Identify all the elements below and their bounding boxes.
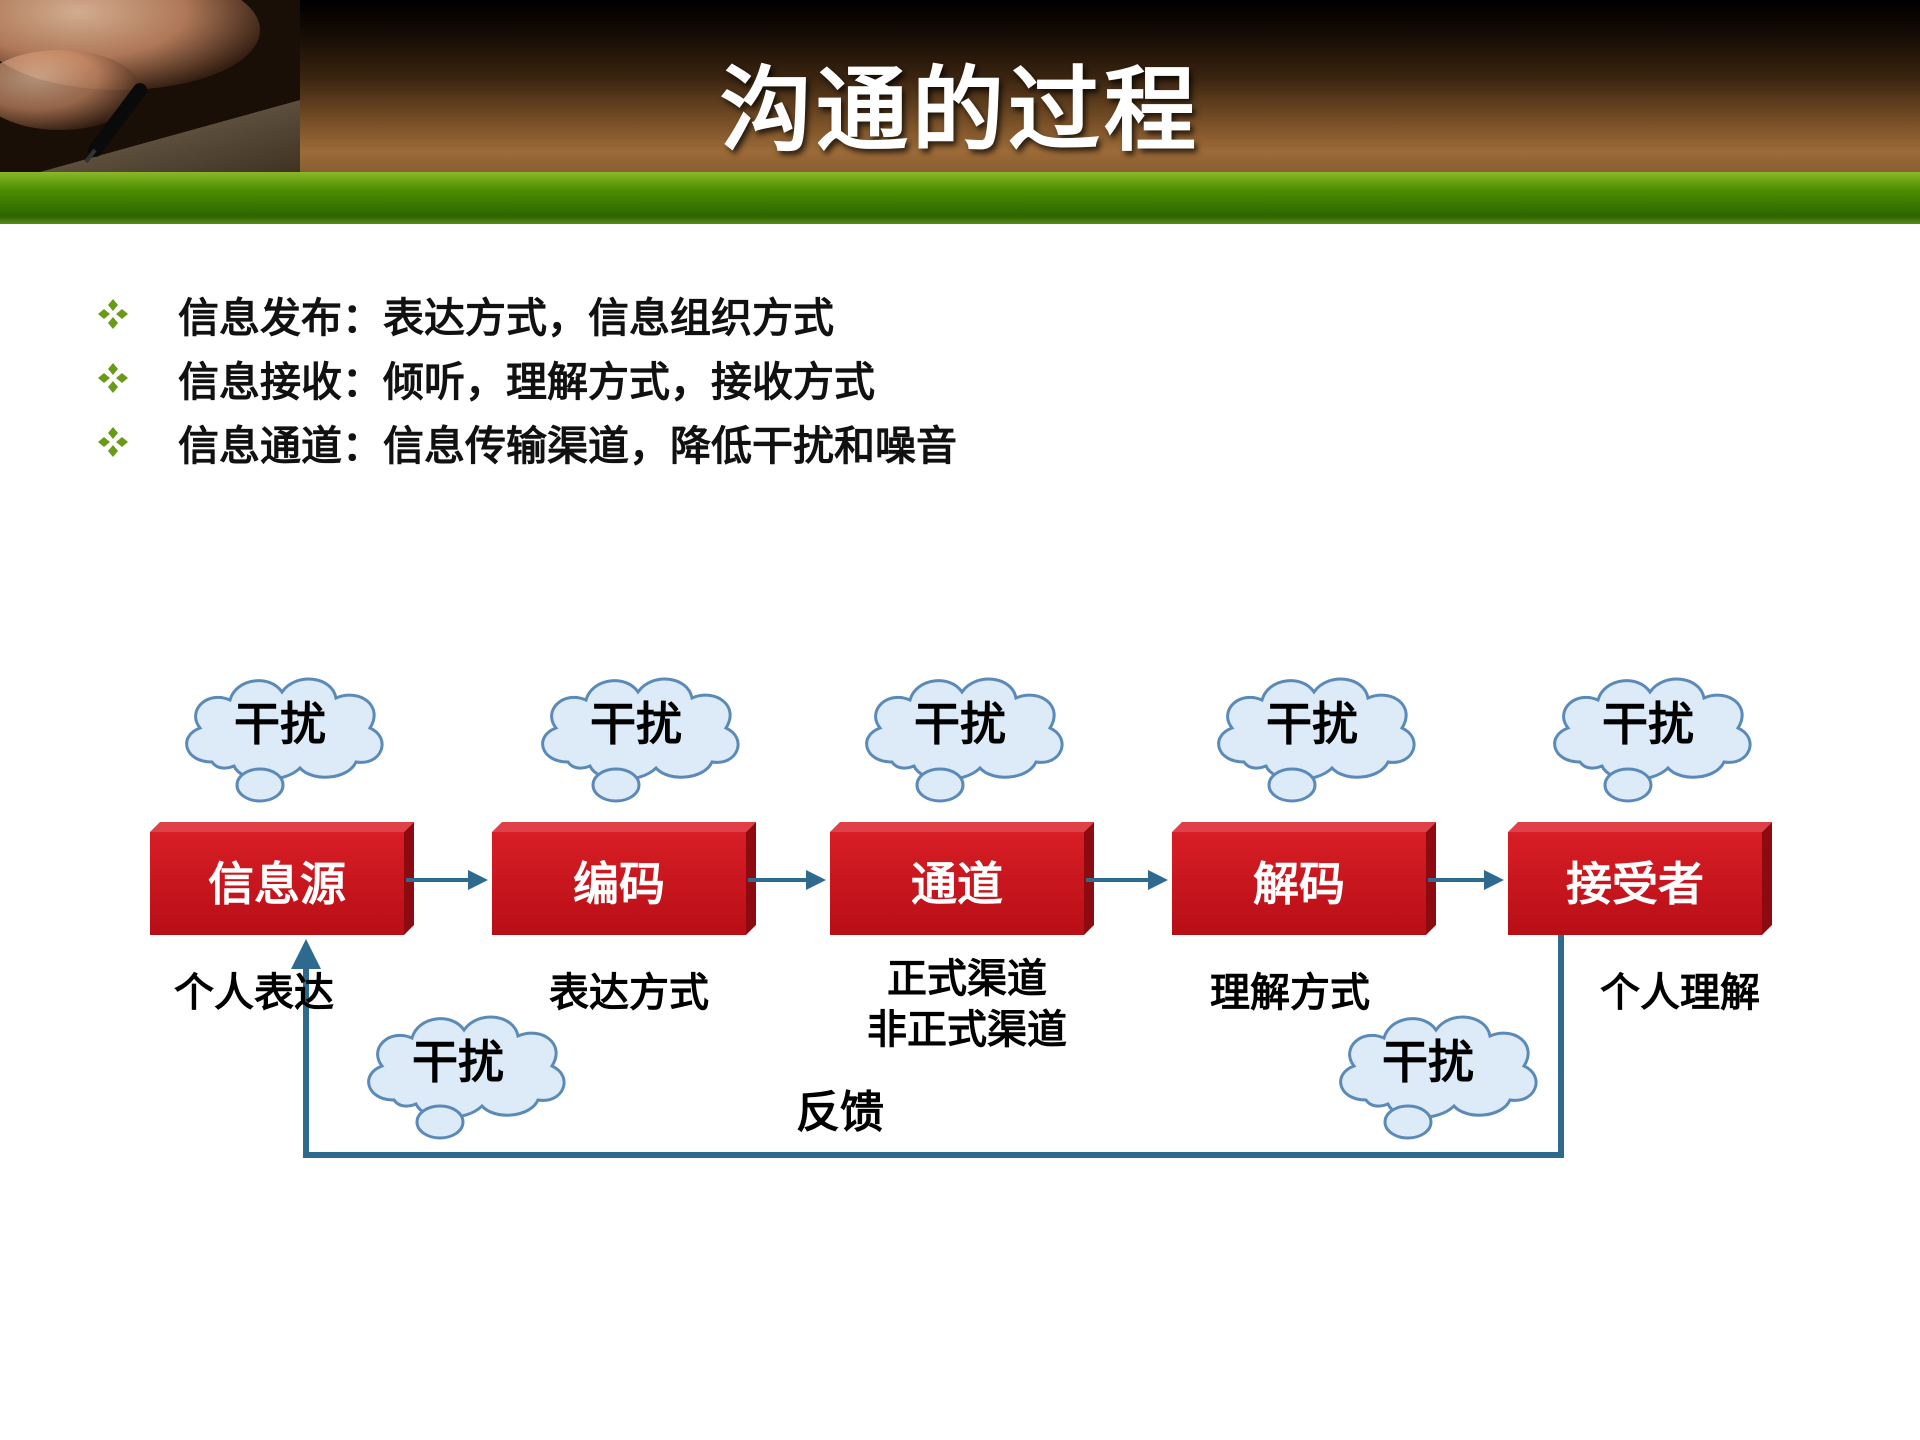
stage-caption: 个人表达 — [174, 970, 334, 1016]
noise-cloud: 干扰 — [185, 677, 384, 803]
feedback-arrow — [291, 935, 1564, 1158]
noise-label: 干扰 — [1602, 697, 1694, 751]
bullet-text: 信息接收：倾听，理解方式，接收方式 — [178, 358, 875, 406]
noise-cloud: 干扰 — [1553, 677, 1752, 803]
stage-caption: 表达方式 — [549, 970, 709, 1016]
stage-box: 编码 — [492, 822, 756, 935]
stage-caption: 非正式渠道 — [867, 1007, 1067, 1053]
noise-cloud: 干扰 — [865, 677, 1064, 803]
stage-caption: 个人理解 — [1600, 970, 1760, 1016]
noise-cloud: 干扰 — [1339, 1015, 1538, 1140]
slide-title: 沟通的过程 — [719, 57, 1200, 164]
stage-label: 编码 — [573, 857, 665, 911]
noise-label: 干扰 — [1266, 697, 1358, 751]
stage-box: 通道 — [830, 822, 1094, 935]
stage-box: 解码 — [1172, 822, 1436, 935]
noise-label: 干扰 — [234, 697, 326, 751]
noise-cloud: 干扰 — [541, 677, 740, 803]
diamond-bullet-icon — [98, 427, 128, 457]
bullet-list: 信息发布：表达方式，信息组织方式 信息接收：倾听，理解方式，接收方式 — [96, 282, 957, 474]
stage-label: 解码 — [1253, 857, 1345, 911]
stage-caption: 正式渠道 — [887, 956, 1047, 1002]
stage-box: 信息源 — [150, 822, 414, 935]
diamond-bullet-icon — [98, 299, 128, 329]
bullet-item: 信息通道：信息传输渠道，降低干扰和噪音 — [96, 410, 957, 474]
diamond-bullet-icon — [98, 363, 128, 393]
noise-label: 干扰 — [412, 1035, 504, 1089]
noise-cloud: 干扰 — [1217, 677, 1416, 803]
stage-box: 接受者 — [1508, 822, 1772, 935]
noise-label: 干扰 — [914, 697, 1006, 751]
pen-hand-photo — [0, 0, 300, 172]
bullet-text: 信息发布：表达方式，信息组织方式 — [178, 294, 834, 342]
noise-label: 干扰 — [590, 697, 682, 751]
bullet-item: 信息接收：倾听，理解方式，接收方式 — [96, 346, 957, 410]
stage-caption: 理解方式 — [1210, 970, 1370, 1016]
green-divider-bar — [0, 172, 1920, 224]
header-band: 沟通的过程 — [0, 0, 1920, 172]
stage-label: 信息源 — [208, 857, 346, 911]
stage-label: 通道 — [911, 857, 1003, 911]
bullet-item: 信息发布：表达方式，信息组织方式 — [96, 282, 957, 346]
noise-label: 干扰 — [1382, 1035, 1474, 1089]
noise-cloud: 干扰 — [367, 1015, 566, 1140]
bullet-text: 信息通道：信息传输渠道，降低干扰和噪音 — [178, 422, 957, 470]
feedback-label: 反馈 — [796, 1087, 884, 1138]
stage-label: 接受者 — [1566, 857, 1704, 911]
